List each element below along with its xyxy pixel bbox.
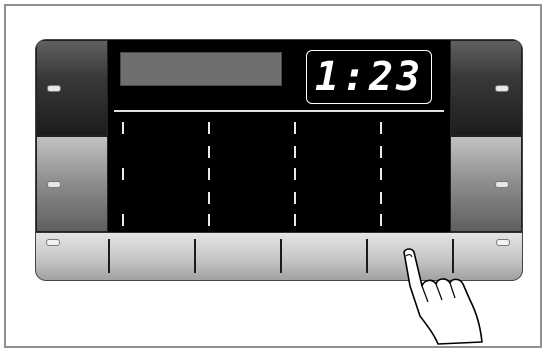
clock-display: 1:23 — [306, 50, 432, 104]
bottom-button-2[interactable] — [108, 233, 194, 280]
dashed-guide-line — [380, 122, 382, 226]
text-display-window — [120, 52, 282, 86]
dashed-guide-line — [122, 122, 124, 226]
bottom-button-1[interactable] — [36, 233, 108, 280]
upper-left-button[interactable] — [36, 40, 108, 136]
display-divider-line — [114, 110, 444, 112]
upper-right-button[interactable] — [450, 40, 522, 136]
bottom-button-4[interactable] — [280, 233, 366, 280]
indicator-light-icon — [495, 85, 509, 92]
bottom-button-3[interactable] — [194, 233, 280, 280]
indicator-light-icon — [47, 181, 61, 188]
pointing-hand-icon — [392, 246, 522, 346]
middle-left-button[interactable] — [36, 136, 108, 232]
display-screen: 1:23 — [108, 40, 450, 232]
indicator-light-icon — [47, 85, 61, 92]
dashed-guide-line — [208, 122, 210, 226]
middle-right-button[interactable] — [450, 136, 522, 232]
clock-readout: 1:23 — [307, 54, 431, 100]
indicator-light-icon — [495, 181, 509, 188]
dashed-guide-line — [294, 122, 296, 226]
